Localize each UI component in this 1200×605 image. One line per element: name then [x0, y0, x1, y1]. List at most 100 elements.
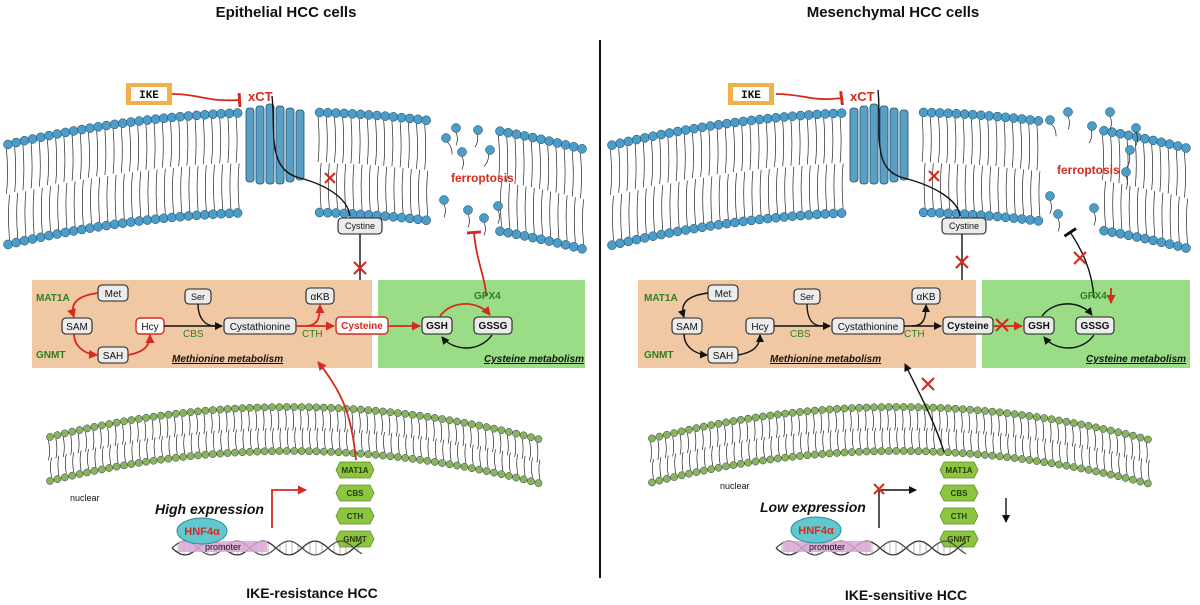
enzyme-cbs: CBS [790, 329, 811, 340]
cystathionine-label: Cystathionine [838, 322, 899, 333]
cysteine-label: Cysteine [341, 321, 383, 332]
ike-label: IKE [741, 90, 761, 102]
enzyme-cth: CTH [904, 329, 925, 340]
cystine-node [941, 217, 987, 235]
red-x-icon [1073, 251, 1087, 265]
gssg-node [473, 316, 513, 335]
gene-to-methionine-arrow [317, 361, 357, 461]
gene-to-methionine-arrow [904, 363, 945, 453]
promoter-region [783, 541, 871, 552]
gene-label: CBS [951, 489, 969, 498]
enzyme-gpx4: GPX4 [474, 291, 501, 302]
gene-label: CTH [951, 512, 968, 521]
hcy-label: Hcy [751, 322, 768, 333]
gene-block [939, 507, 979, 525]
met-label: Met [715, 289, 732, 300]
ferroptosis-label: ferroptosis [451, 171, 514, 185]
gene-stack: MAT1A CBS CTH GNMT [939, 461, 979, 548]
right-panel: Mesenchymal HCC cells IKE xCT ferroptosi… [607, 4, 1191, 603]
cystathionine-label: Cystathionine [230, 322, 291, 333]
right-panel-title: Mesenchymal HCC cells [807, 4, 980, 21]
xct-transporter [245, 95, 351, 217]
akb-node [305, 287, 335, 305]
red-x-icon [324, 172, 336, 184]
gsh-label: GSH [426, 321, 448, 332]
tf-label: HNF4α [798, 525, 834, 537]
red-x-icon [928, 170, 940, 182]
nuclear-label: nuclear [720, 481, 750, 491]
sam-node [61, 317, 93, 335]
red-x-icon [995, 318, 1009, 332]
ike-drug: IKE [126, 83, 172, 105]
ser-label: Ser [191, 292, 205, 302]
promoter-label: promoter [809, 542, 845, 552]
cysteine-metabolism-label: Cysteine metabolism [1086, 354, 1186, 365]
sah-label: SAH [713, 351, 734, 362]
gssg-label: GSSG [1081, 321, 1110, 332]
promoter-label: promoter [205, 542, 241, 552]
red-x-icon [353, 261, 367, 275]
left-bottom-label: IKE-resistance HCC [246, 585, 378, 601]
gene-label: MAT1A [342, 466, 369, 475]
ike-label: IKE [139, 90, 159, 102]
gene-block [939, 484, 979, 502]
sam-label: SAM [66, 322, 88, 333]
xct-label: xCT [850, 89, 875, 104]
methionine-metabolism-label: Methionine metabolism [770, 354, 881, 365]
gene-block [939, 461, 979, 479]
gene-block [939, 530, 979, 548]
gssg-node [1075, 316, 1115, 335]
ike-drug: IKE [728, 83, 774, 105]
cystine-label: Cystine [949, 221, 979, 231]
gene-label: MAT1A [946, 466, 973, 475]
gene-label: GNMT [947, 535, 971, 544]
ike-inhibits-xct [171, 92, 242, 108]
gsh-node [1023, 316, 1055, 335]
gpx4-inhibits-ferroptosis [1063, 227, 1095, 299]
cystine-label: Cystine [345, 221, 375, 231]
xct-transporter [849, 89, 961, 217]
enzyme-gnmt: GNMT [644, 350, 673, 361]
cysteine-label: Cysteine [947, 321, 989, 332]
nuclear-membrane [46, 403, 543, 487]
enzyme-gnmt: GNMT [36, 350, 65, 361]
expression-arrow [878, 486, 917, 528]
ser-label: Ser [800, 292, 814, 302]
hnf4a-factor [176, 517, 228, 545]
enzyme-mat1a: MAT1A [36, 293, 70, 304]
gene-block [335, 507, 375, 525]
gene-block [335, 530, 375, 548]
red-x-icon [873, 483, 885, 495]
met-label: Met [105, 289, 122, 300]
ferroptosis-label: ferroptosis [1057, 163, 1120, 177]
gsh-label: GSH [1028, 321, 1050, 332]
methionine-metabolism-label: Methionine metabolism [172, 354, 283, 365]
gene-label: CBS [347, 489, 365, 498]
ike-inhibits-xct [775, 90, 844, 106]
red-x-icon [955, 255, 969, 269]
gene-block [335, 461, 375, 479]
left-panel-title: Epithelial HCC cells [216, 4, 357, 21]
gene-label: GNMT [343, 535, 367, 544]
gpx4-inhibits-ferroptosis [466, 230, 487, 297]
promoter-region [179, 541, 267, 552]
nuclear-membrane [648, 403, 1152, 488]
expression-label: Low expression [760, 499, 866, 515]
expression-label: High expression [155, 501, 264, 517]
cell-membrane [3, 107, 587, 254]
gssg-label: GSSG [479, 321, 508, 332]
tf-label: HNF4α [184, 526, 220, 538]
enzyme-gpx4: GPX4 [1080, 291, 1107, 302]
akb-label: αKB [310, 292, 329, 303]
cell-membrane [607, 107, 1191, 253]
hcy-label: Hcy [141, 322, 158, 333]
sam-node [671, 317, 703, 335]
enzyme-cbs: CBS [183, 329, 204, 340]
xct-label: xCT [248, 89, 273, 104]
cysteine-metabolism-label: Cysteine metabolism [484, 354, 584, 365]
sam-label: SAM [676, 322, 698, 333]
enzyme-cth: CTH [302, 329, 323, 340]
red-x-icon [921, 377, 935, 391]
